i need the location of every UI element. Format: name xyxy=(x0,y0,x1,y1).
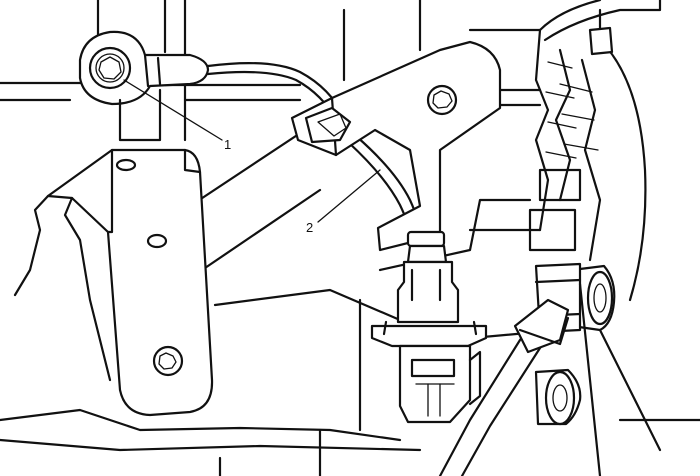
bracket-bolt-icon xyxy=(152,345,184,377)
bracket-bolt-icon-upper xyxy=(426,84,458,116)
terminal-bolt-icon xyxy=(88,46,132,90)
drive-gear xyxy=(528,0,662,302)
drive-link xyxy=(438,282,700,476)
callout-1-leader xyxy=(123,79,223,141)
callout-1-label: 1 xyxy=(224,137,231,152)
mounting-bracket xyxy=(13,148,214,417)
cable-bracket xyxy=(290,40,502,252)
callout-2-label: 2 xyxy=(306,220,313,235)
callout-2-leader xyxy=(317,169,381,223)
sensor-connector xyxy=(370,230,488,424)
lower-bushing xyxy=(534,368,582,426)
